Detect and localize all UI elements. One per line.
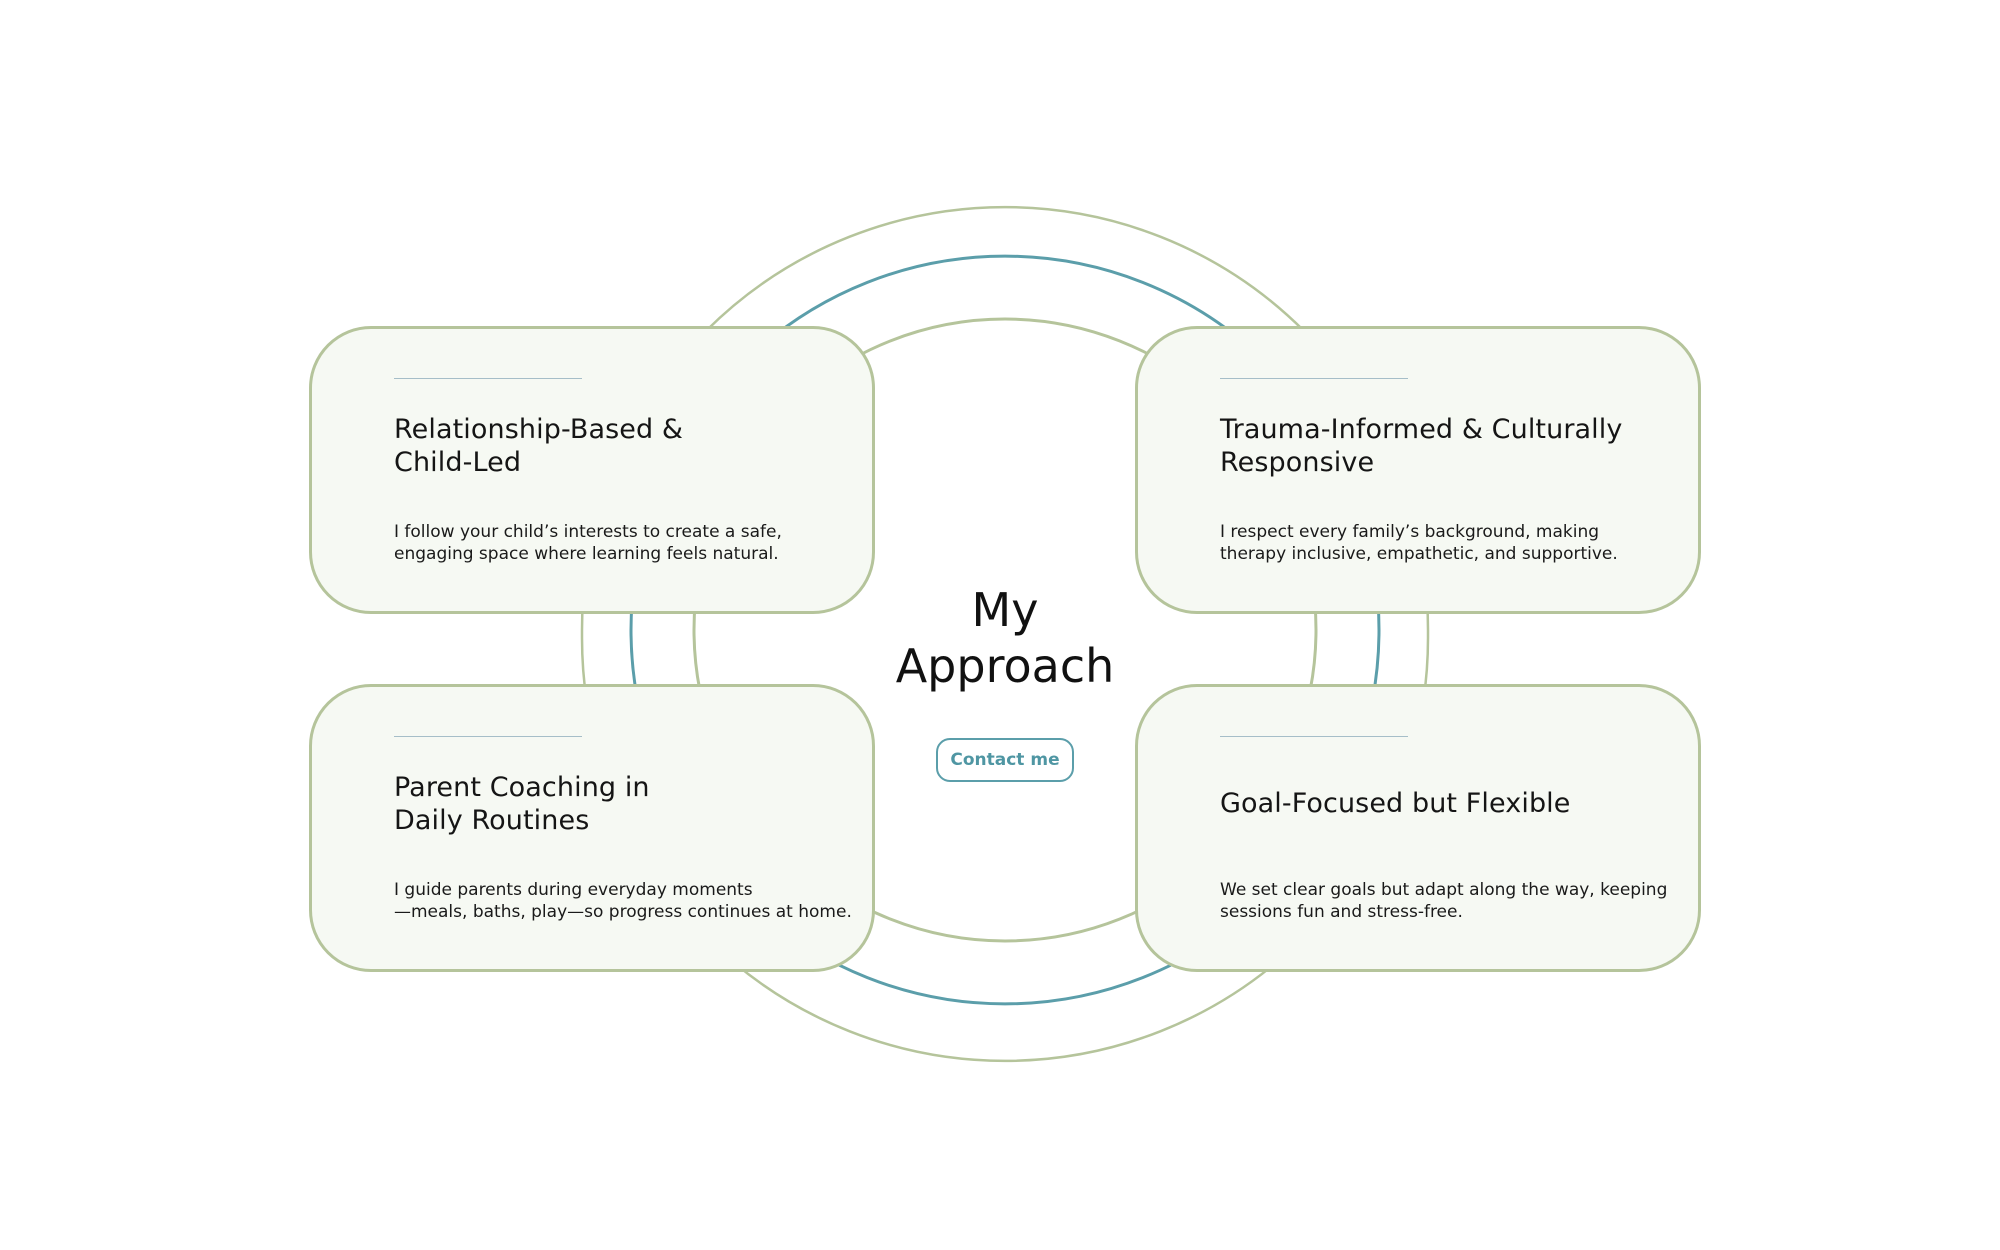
page-title: My Approach <box>850 582 1160 694</box>
contact-me-button[interactable]: Contact me <box>936 738 1074 782</box>
card-title: Parent Coaching in Daily Routines <box>394 771 814 837</box>
card-description-line: I follow your child’s interests to creat… <box>394 522 782 542</box>
card-description-line: sessions fun and stress-free. <box>1220 902 1463 922</box>
card-divider <box>1220 378 1408 379</box>
approach-card-parent-coaching: Parent Coaching in Daily Routines I guid… <box>309 684 875 972</box>
card-description-line: therapy inclusive, empathetic, and suppo… <box>1220 544 1618 564</box>
approach-card-relationship-based: Relationship-Based & Child-Led I follow … <box>309 326 875 614</box>
card-title-line: Goal-Focused but Flexible <box>1220 788 1571 819</box>
card-title: Goal-Focused but Flexible <box>1220 787 1660 820</box>
card-title-line: Responsive <box>1220 447 1375 478</box>
approach-card-trauma-informed: Trauma-Informed & Culturally Responsive … <box>1135 326 1701 614</box>
card-description-line: I guide parents during everyday moments <box>394 880 753 900</box>
outer-ring <box>580 205 1430 1063</box>
card-divider <box>394 378 582 379</box>
card-title-line: Trauma-Informed & Culturally <box>1220 414 1623 445</box>
card-title: Relationship-Based & Child-Led <box>394 413 814 479</box>
card-title-line: Daily Routines <box>394 805 590 836</box>
card-description-line: I respect every family’s background, mak… <box>1220 522 1600 542</box>
page-title-line: Approach <box>895 639 1115 693</box>
card-description: We set clear goals but adapt along the w… <box>1220 879 1680 923</box>
card-title-line: Relationship-Based & <box>394 414 684 445</box>
card-description: I respect every family’s background, mak… <box>1220 521 1680 565</box>
page-title-line: My <box>971 583 1039 637</box>
card-description: I follow your child’s interests to creat… <box>394 521 854 565</box>
card-title: Trauma-Informed & Culturally Responsive <box>1220 413 1640 479</box>
card-divider <box>394 736 582 737</box>
card-description: I guide parents during everyday moments … <box>394 879 854 923</box>
card-description-line: —meals, baths, play—so progress continue… <box>394 902 852 922</box>
card-description-line: engaging space where learning feels natu… <box>394 544 779 564</box>
card-title-line: Child-Led <box>394 447 522 478</box>
card-title-line: Parent Coaching in <box>394 772 650 803</box>
card-divider <box>1220 736 1408 737</box>
card-description-line: We set clear goals but adapt along the w… <box>1220 880 1668 900</box>
approach-card-goal-focused: Goal-Focused but Flexible We set clear g… <box>1135 684 1701 972</box>
